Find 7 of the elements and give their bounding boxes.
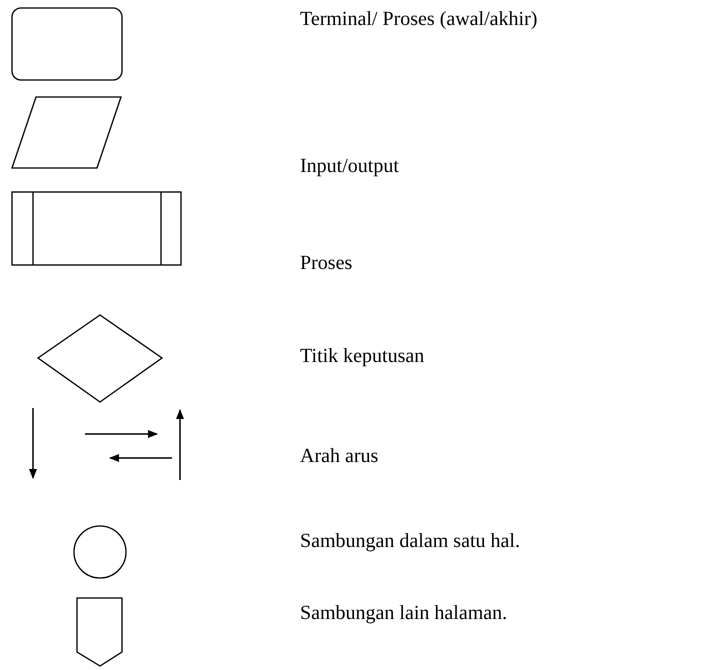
legend-text: Terminal/ Proses (awal/akhir) [300, 8, 538, 31]
legend-text: Arah arus [300, 445, 378, 468]
legend-text: Sambungan dalam satu hal. [300, 530, 520, 553]
legend-text: Sambungan lain halaman. [300, 602, 508, 625]
legend-text: Proses [300, 252, 352, 275]
legend-text: Input/output [300, 155, 399, 178]
legend-text: Titik keputusan [300, 345, 424, 368]
